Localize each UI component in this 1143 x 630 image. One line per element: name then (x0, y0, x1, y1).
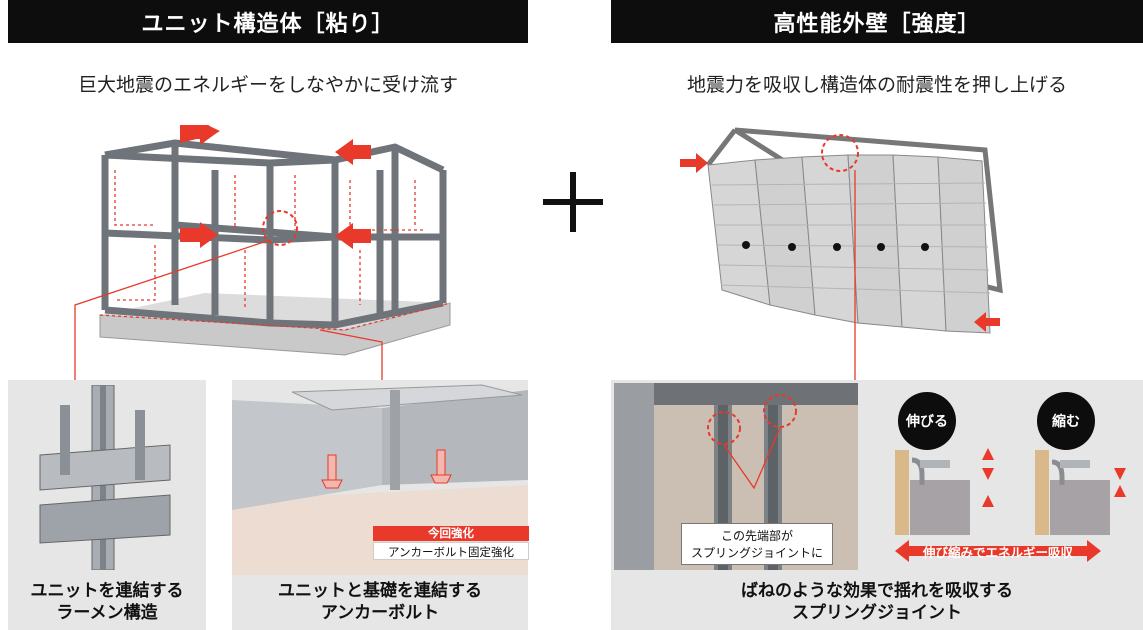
caption-spring-line2: スプリングジョイント (792, 603, 962, 623)
reinforced-tag: 今回強化 (373, 526, 529, 541)
right-subtitle: 地震力を吸収し構造体の耐震性を押し上げる (686, 74, 1067, 96)
caption-anchor-line1: ユニットと基礎を連結する (278, 581, 482, 601)
shrink-label: 縮む (1037, 392, 1095, 450)
right-header-text: 高性能外壁［強度］ (773, 11, 981, 37)
left-subtitle: 巨大地震のエネルギーをしなやかに受け流す (77, 74, 458, 96)
note-line2: スプリングジョイントに (690, 546, 823, 560)
left-header: ユニット構造体［粘り］ (8, 0, 528, 43)
spring-joint-note: この先端部が スプリングジョイントに (681, 523, 833, 565)
caption-anchor-line2: アンカーボルト (320, 603, 440, 623)
left-header-text: ユニット構造体［粘り］ (141, 11, 395, 37)
rahmen-joint-illustration (39, 385, 171, 570)
caption-rahmen: ユニットを連結する ラーメン構造 (8, 580, 206, 624)
wall-panel-illustration (680, 127, 1003, 334)
stretch-label: 伸びる (898, 392, 956, 450)
right-header: 高性能外壁［強度］ (611, 0, 1143, 43)
unit-frame-illustration (99, 125, 451, 356)
caption-spring-joint: ばねのような効果で揺れを吸収する スプリングジョイント (611, 580, 1143, 624)
caption-rahmen-line1: ユニットを連結する (30, 581, 184, 601)
double-arrow-icon (895, 540, 1101, 562)
caption-spring-line1: ばねのような効果で揺れを吸収する (741, 581, 1013, 601)
note-line1: この先端部が (720, 529, 793, 543)
connector-line-right (854, 170, 856, 385)
caption-anchor-bolt: ユニットと基礎を連結する アンカーボルト (232, 580, 528, 624)
connector-lines-left (74, 239, 383, 380)
caption-rahmen-line2: ラーメン構造 (56, 603, 158, 623)
spring-joint-diagram (895, 448, 1126, 535)
plus-icon (543, 172, 603, 232)
anchor-bolt-tag: アンカーボルト固定強化 (373, 542, 529, 560)
energy-absorb-label: 伸び縮みでエネルギー吸収 (922, 544, 1073, 560)
